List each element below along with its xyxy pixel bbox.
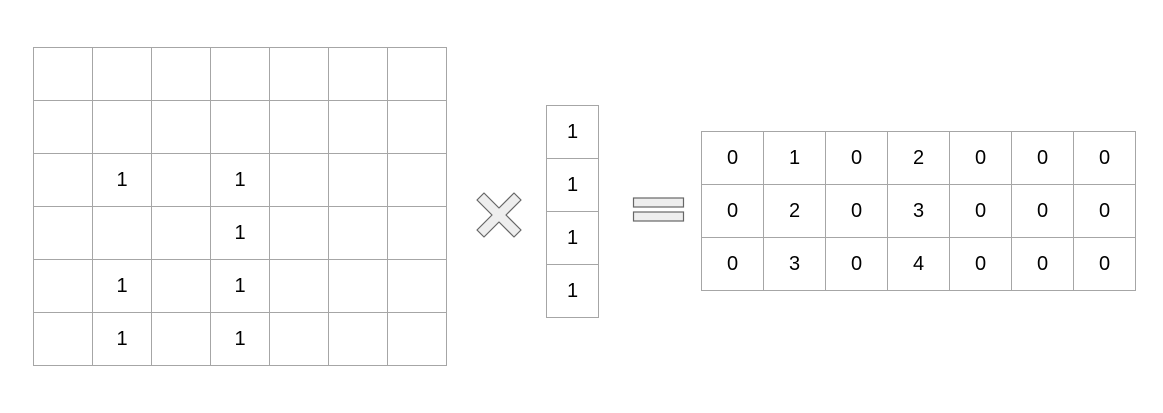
matrix-c-cell: 0	[949, 131, 1012, 185]
matrix-a-cell	[269, 153, 329, 207]
matrix-a-cell	[328, 153, 388, 207]
vector-b-row: 1	[546, 264, 599, 318]
matrix-c-cell: 0	[1073, 131, 1136, 185]
matrix-a-cell	[269, 259, 329, 313]
matrix-c-cell: 2	[887, 131, 950, 185]
matrix-c-cell: 0	[1073, 237, 1136, 291]
matrix-c-cell: 0	[1073, 184, 1136, 238]
matrix-a-row: 1	[33, 206, 447, 260]
matrix-a-cell	[210, 47, 270, 101]
matrix-a-cell	[387, 312, 447, 366]
matrix-a-cell	[328, 100, 388, 154]
matrix-a-cell	[151, 153, 211, 207]
matrix-c-cell: 3	[887, 184, 950, 238]
matrix-a-cell	[387, 259, 447, 313]
matrix-a-cell	[328, 206, 388, 260]
matrix-a-cell	[33, 47, 93, 101]
matrix-a-cell	[33, 259, 93, 313]
matrix-c-cell: 0	[825, 131, 888, 185]
matrix-c-cell: 0	[825, 237, 888, 291]
matrix-a-cell	[269, 206, 329, 260]
matrix-a-cell	[269, 100, 329, 154]
multiply-shape	[476, 192, 522, 238]
matrix-a-cell	[92, 47, 152, 101]
matrix-c-cell: 0	[1011, 237, 1074, 291]
matrix-a-cell	[387, 47, 447, 101]
matrix-a-cell	[269, 47, 329, 101]
matrix-a-cell	[92, 100, 152, 154]
matrix-a-cell	[387, 206, 447, 260]
vector-b-cell: 1	[546, 264, 599, 318]
matrix-c-cell: 0	[701, 131, 764, 185]
matrix-a-cell	[269, 312, 329, 366]
matrix-a-cell	[387, 100, 447, 154]
matrix-c-cell: 0	[701, 237, 764, 291]
matrix-c-cell: 3	[763, 237, 826, 291]
matrix-c-cell: 0	[825, 184, 888, 238]
matrix-a-cell	[33, 153, 93, 207]
vector-b-cell: 1	[546, 211, 599, 265]
matrix-a-cell	[92, 206, 152, 260]
matrix-a-cell	[151, 47, 211, 101]
matrix-c-cell: 0	[949, 184, 1012, 238]
matrix-a-cell	[151, 206, 211, 260]
matrix-a-row	[33, 100, 447, 154]
matrix-a-cell: 1	[92, 312, 152, 366]
matrix-a-cell	[33, 312, 93, 366]
matrix-a-cell	[151, 259, 211, 313]
matrix-c-cell: 0	[701, 184, 764, 238]
multiply-icon	[476, 192, 522, 238]
matrix-c-cell: 0	[1011, 184, 1074, 238]
matrix-a-cell	[328, 259, 388, 313]
matrix-a-cell	[210, 100, 270, 154]
matrix-c-cell: 0	[1011, 131, 1074, 185]
matrix-a-row	[33, 47, 447, 101]
matrix-a-cell	[328, 312, 388, 366]
matrix-c-cell: 1	[763, 131, 826, 185]
matrix-a-cell: 1	[92, 259, 152, 313]
matrix-a-cell: 1	[210, 259, 270, 313]
vector-b-cell: 1	[546, 158, 599, 212]
matrix-a-cell	[33, 100, 93, 154]
matrix-a-cell: 1	[210, 312, 270, 366]
equals-bar-bottom	[632, 211, 685, 222]
matrix-a-cell	[328, 47, 388, 101]
matrix-a-cell: 1	[210, 206, 270, 260]
matrix-c-cell: 2	[763, 184, 826, 238]
matrix-a-cell: 1	[92, 153, 152, 207]
vector-b-row: 1	[546, 158, 599, 212]
matrix-a-cell	[151, 312, 211, 366]
vector-b-row: 1	[546, 211, 599, 265]
matrix-a-cell: 1	[210, 153, 270, 207]
matrix-a-cell	[33, 206, 93, 260]
matrix-c-cell: 4	[887, 237, 950, 291]
matrix-a-cell	[387, 153, 447, 207]
matrix-c-cell: 0	[949, 237, 1012, 291]
equals-icon	[632, 197, 685, 222]
vector-b-cell: 1	[546, 105, 599, 159]
vector-b-row: 1	[546, 105, 599, 159]
equals-bar-top	[632, 197, 685, 208]
matrix-a-cell	[151, 100, 211, 154]
